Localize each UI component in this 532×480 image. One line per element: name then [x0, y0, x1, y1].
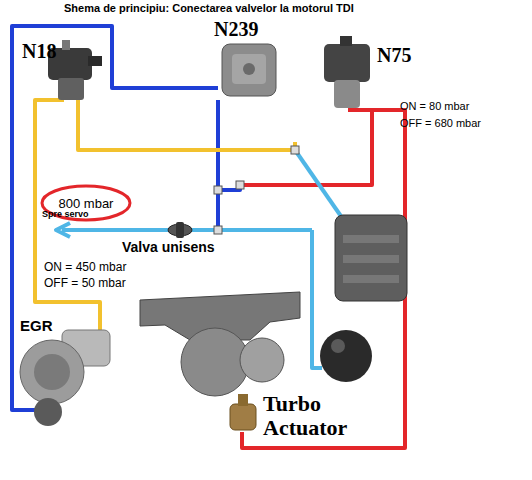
light-blue-hose [312, 230, 322, 368]
n75-valve [324, 36, 370, 108]
light-blue-hose [295, 150, 345, 222]
filter-housing [335, 215, 407, 301]
part-name: N18 [22, 40, 56, 62]
reservoir-highlight [331, 339, 345, 353]
pressure-value: 800 mbar [59, 196, 114, 211]
vacuum-reservoir [320, 330, 372, 382]
actuator-rod [238, 394, 248, 406]
n239-valve [222, 44, 276, 96]
tee-fittings [214, 146, 299, 234]
valve-base [334, 80, 360, 108]
part-name: EGR [20, 318, 53, 335]
red-hose [242, 110, 405, 448]
yellow-hose [78, 100, 295, 150]
turbine-housing [181, 328, 249, 396]
red-hose [240, 110, 372, 185]
filter-rib [343, 235, 399, 243]
check-valve [168, 222, 192, 238]
pressure-note: OFF = 50 mbar [44, 277, 126, 290]
part-name: N239 [214, 18, 258, 40]
pressure-note: ON = 450 mbar [44, 261, 126, 274]
blue-hose [216, 100, 220, 232]
valve-base [58, 78, 84, 100]
tee-fitting [236, 181, 244, 189]
valve-connector [88, 56, 102, 66]
part-name: N75 [377, 44, 411, 66]
wastegate-actuator [230, 404, 256, 430]
pressure-note: OFF = 680 mbar [400, 117, 481, 129]
air-filter-box [335, 215, 407, 301]
pressure-note: ON = 80 mbar [400, 100, 469, 112]
tee-fitting [291, 146, 299, 154]
tee-fitting [214, 186, 222, 194]
valve-connector [340, 36, 352, 46]
filter-rib [343, 275, 399, 283]
egr-body [20, 340, 84, 404]
ellipse-shape [42, 186, 130, 220]
part-name: Turbo Actuator [263, 392, 373, 440]
hoses [12, 26, 405, 448]
hose-arrow [56, 223, 70, 237]
valve-cover [232, 54, 266, 84]
tee-fitting [214, 226, 222, 234]
egr-diaphragm [34, 398, 62, 426]
check-valve-core [176, 222, 184, 238]
part-name: Valva unisens [122, 240, 215, 255]
egr-port [34, 354, 70, 390]
diagram-title: Shema de principiu: Conectarea valvelor … [64, 2, 354, 14]
valve-body [222, 44, 276, 96]
egr-valve [20, 330, 110, 426]
hose-destination: Spre servo [42, 210, 89, 220]
reservoir-sphere [320, 330, 372, 382]
filter-rib [343, 255, 399, 263]
valve-body [324, 44, 370, 82]
valve-port [62, 40, 70, 50]
compressor-housing [240, 338, 284, 382]
valve-port [243, 63, 255, 75]
